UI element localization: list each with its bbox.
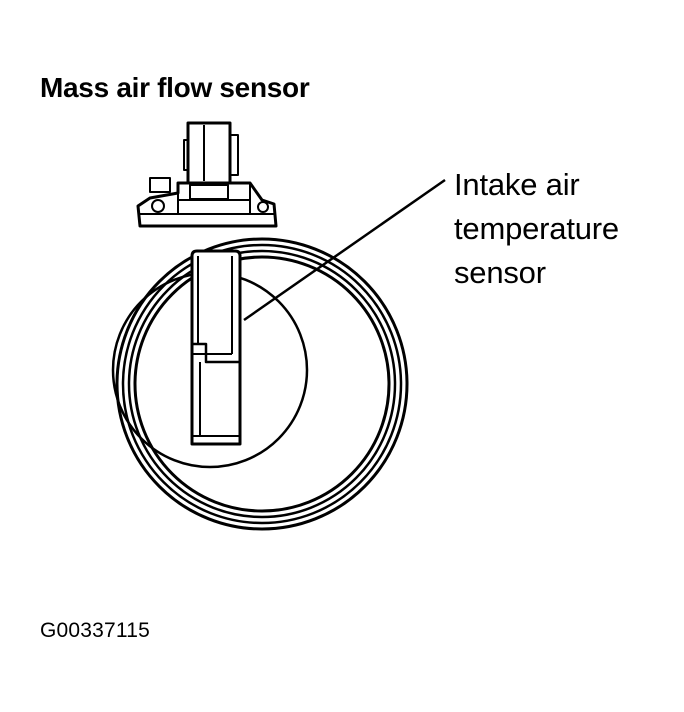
connector-plug	[183, 121, 239, 185]
sensor-mount-housing	[136, 177, 278, 228]
callout-line-3: sensor	[454, 255, 546, 290]
sensor-probe	[190, 249, 242, 446]
duct-outer-rings	[115, 237, 409, 531]
callout-leader-line	[243, 178, 446, 322]
intake-air-temperature-sensor-label: Intake air temperature sensor	[454, 163, 619, 295]
figure-code: G00337115	[40, 619, 151, 642]
callout-line-2: temperature	[454, 211, 619, 246]
diagram-title: Mass air flow sensor	[40, 72, 310, 103]
callout-line-1: Intake air	[454, 167, 580, 202]
